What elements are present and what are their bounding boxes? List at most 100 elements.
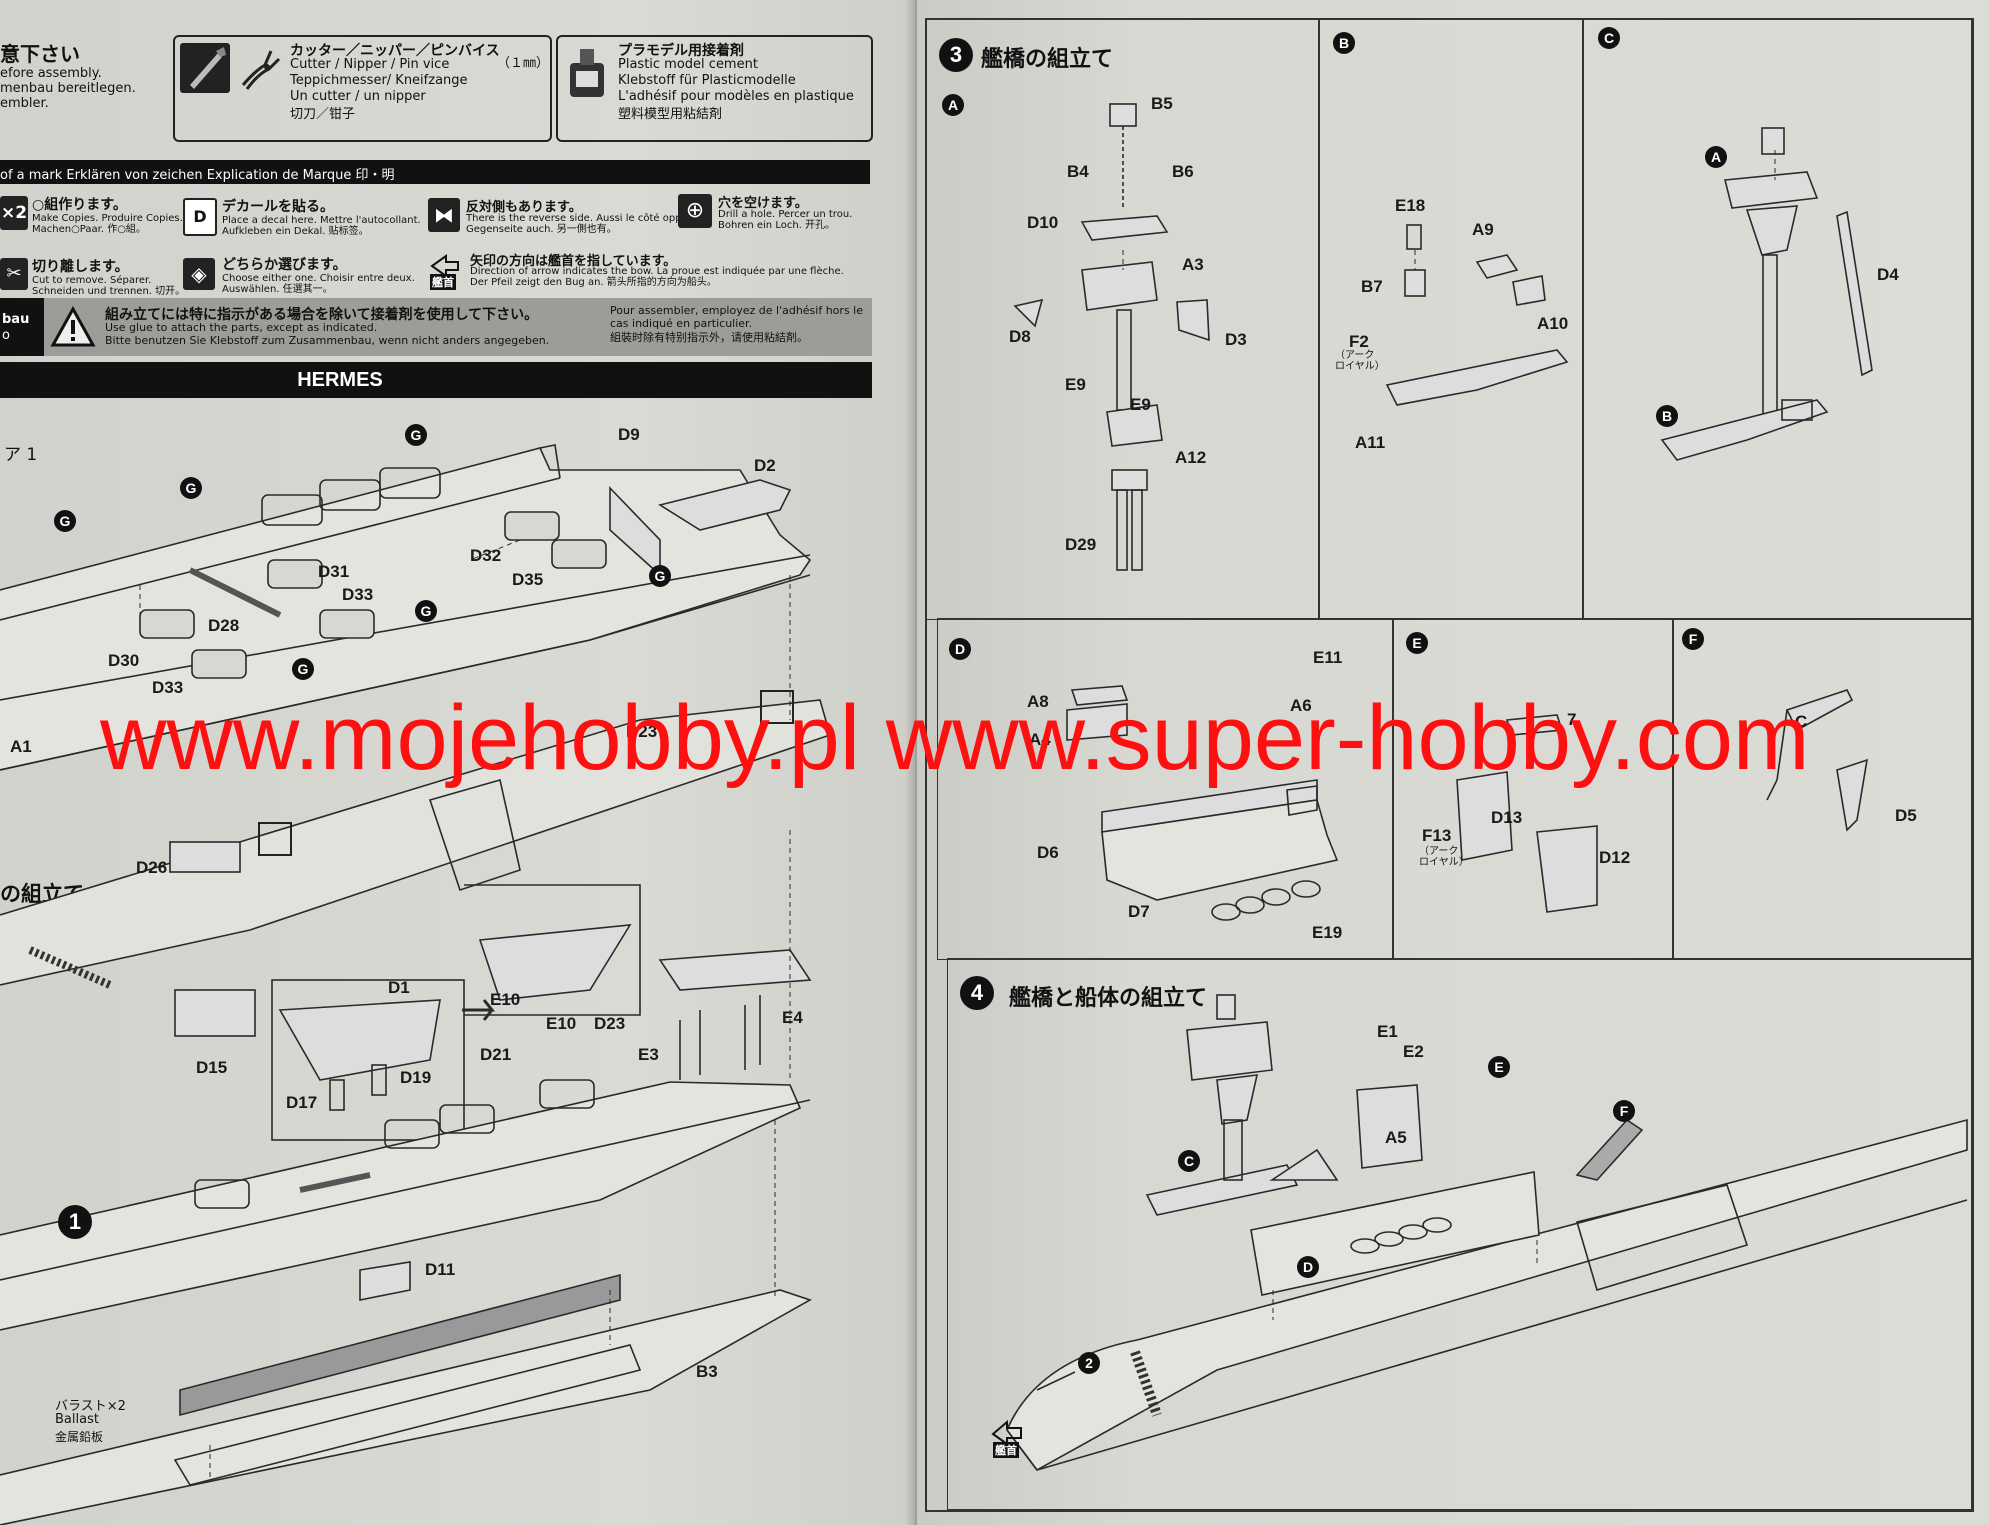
mark-cut-sub2: Schneiden und trennen. 切开。 (32, 286, 186, 297)
part-label-d8: D8 (1009, 327, 1031, 346)
mark-drill-sub1: Drill a hole. Percer un trou. (718, 209, 853, 220)
tools-box: カッター／ニッパー／ピンバイス （１㎜） Cutter / Nipper / P… (173, 35, 552, 142)
part-label-d21: D21 (480, 1045, 512, 1064)
part-label-d23: D23 (626, 722, 658, 741)
panel-e (1392, 618, 1674, 960)
part-label-d35: D35 (512, 570, 544, 589)
part-label-a5: A5 (1385, 1128, 1407, 1147)
part-label-a6: A6 (1290, 696, 1312, 715)
part-label-b5: B5 (1151, 94, 1173, 113)
watermark-text: www.mojehobby.pl www.super-hobby.com (100, 687, 1810, 789)
cement-box: プラモデル用接着剤 Plastic model cement Klebstoff… (556, 35, 873, 142)
warning-cn: 組裝时除有特别指示外，请使用粘結剤。 (610, 331, 808, 344)
g-marker: G (292, 658, 314, 680)
part-label-d19: D19 (400, 1068, 432, 1087)
panel-c (1582, 18, 1972, 620)
part-label-e-partial: 7 (1567, 710, 1577, 729)
mark-bow-jp: 矢印の方向は艦首を指しています。 (470, 254, 677, 269)
part-label-e9b: E9 (1130, 395, 1151, 414)
panel-b (1318, 18, 1584, 620)
choose-one-icon: ◈ (183, 258, 215, 290)
part-label-f2: F2 (1349, 332, 1369, 351)
subassembly-d-marker: D (1297, 1256, 1319, 1278)
mark-drill-jp: 穴を空けます。 (718, 196, 808, 211)
part-label-b6: B6 (1172, 162, 1194, 181)
bridge-assembly-drawing (1006, 103, 1968, 1472)
tools-cn: 切刀／钳子 (290, 107, 356, 122)
mark-copies-jp: ○組作ります。 (32, 197, 127, 213)
bow-direction-icon: 艦首 (989, 1418, 1025, 1458)
warning-left-text2: o (2, 328, 10, 343)
copies-icon: ×2 (0, 196, 28, 230)
step-4-marker: 4 (960, 976, 994, 1010)
warning-jp: 組み立てには特に指示がある場合を除いて接着剤を使用して下さい。 (105, 307, 539, 323)
mark-choose-sub2: Auswählen. 任選其一。 (222, 284, 333, 295)
arch-royal-note-d: （アーク ロイヤル） (1419, 846, 1469, 868)
reverse-side-icon: ⧓ (428, 198, 460, 232)
header-line-de: menbau bereitlegen. (0, 81, 136, 96)
part-label-e4: E4 (782, 1008, 803, 1027)
panel-d-marker: D (949, 638, 971, 660)
g-marker: G (415, 600, 437, 622)
step-2-marker: 2 (1078, 1352, 1100, 1374)
part-label-d11: D11 (425, 1260, 456, 1279)
bow-label: 艦首 (430, 274, 456, 290)
mark-bow-sub2: Der Pfeil zeigt den Bug an. 箭头所指的方向为船头。 (470, 277, 717, 288)
mark-cut-sub1: Cut to remove. Séparer. (32, 275, 152, 286)
cut-icon: ✂ (0, 258, 28, 290)
part-label-d28: D28 (208, 616, 240, 635)
panel-b-marker: B (1333, 32, 1355, 54)
ship-title: HERMES (297, 369, 383, 391)
pinvice-size: （１㎜） (497, 56, 550, 71)
warning-left-text: bau (2, 312, 30, 327)
part-label-d33b: D33 (152, 678, 184, 697)
mark-cut-jp: 切り離します。 (32, 259, 129, 275)
subassembly-b-marker: B (1656, 405, 1678, 427)
g-marker: G (180, 477, 202, 499)
cement-de: Klebstoff für Plasticmodelle (618, 73, 796, 88)
part-label-e11: E11 (1313, 648, 1343, 667)
part-label-d13: D13 (1491, 808, 1523, 827)
part-label-e10: E10 (490, 990, 521, 1009)
part-label-d15: D15 (196, 1058, 228, 1077)
part-label-d26: D26 (136, 858, 168, 877)
panel-a (925, 18, 1320, 620)
mark-drill-sub2: Bohren ein Loch. 开孔。 (718, 220, 836, 231)
ballast-en: Ballast (55, 1412, 99, 1427)
marks-header-text: of a mark Erklären von zeichen Explicati… (0, 168, 395, 183)
header-title-partial: 意下さい (0, 42, 80, 66)
part-label-e18: E18 (1395, 196, 1426, 215)
panel-e-marker: E (1406, 632, 1428, 654)
step4-title: 艦橋と船体の組立て (1009, 986, 1208, 1011)
part-label-a8: A8 (1027, 692, 1049, 711)
mark-decal-jp: デカールを貼る。 (222, 199, 334, 215)
choose-one-mark-icon (258, 822, 292, 856)
part-label-e1: E1 (1377, 1022, 1398, 1041)
warning-left-block: bau o (0, 298, 44, 356)
mark-copies-sub2: Machen○Paar. 作○組。 (32, 224, 146, 235)
right-instruction-page: 3 艦橋の組立て A B C D E F 4 艦橋と船体の組立て (917, 0, 1989, 1525)
warning-triangle-icon (50, 305, 96, 348)
header-line-en: efore assembly. (0, 66, 102, 81)
g-marker: G (405, 424, 427, 446)
g-marker: G (649, 565, 671, 587)
mark-reverse-sub2: Gegenseite auch. 另一側也有。 (466, 224, 617, 235)
mark-bow-sub1: Direction of arrow indicates the bow. La… (470, 266, 844, 277)
mark-decal-sub1: Place a decal here. Mettre l'autocollant… (222, 215, 421, 226)
cement-bottle-icon (564, 45, 610, 101)
subassembly-c-label: C (1795, 712, 1808, 731)
subassembly-f-marker: F (1613, 1100, 1635, 1122)
panel-a-marker: A (942, 94, 964, 116)
part-label-a9: A9 (1472, 220, 1494, 239)
mark-copies-sub1: Make Copies. Produire Copies. (32, 213, 183, 224)
tools-en: Cutter / Nipper / Pin vice (290, 57, 450, 72)
part-label-d10: D10 (1027, 213, 1059, 232)
tools-de: Teppichmesser/ Kneifzange (290, 73, 468, 88)
subassembly-a-marker: A (1705, 146, 1727, 168)
mark-choose-sub1: Choose either one. Choisir entre deux. (222, 273, 415, 284)
marks-header-bar: of a mark Erklären von zeichen Explicati… (0, 160, 870, 184)
decal-icon: D (183, 198, 217, 236)
part-label-d33: D33 (342, 585, 374, 604)
part-label-a4: A4 (1029, 730, 1051, 749)
header-line-fr: embler. (0, 96, 49, 111)
